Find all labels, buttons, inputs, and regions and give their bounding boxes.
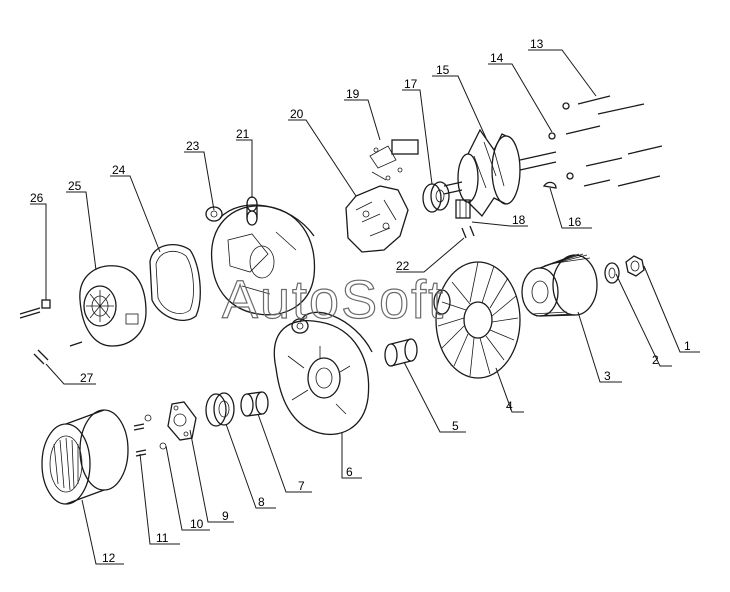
- callout-12: 12: [102, 551, 116, 565]
- callout-11: 11: [156, 531, 169, 545]
- part-fan: [433, 261, 521, 379]
- callout-18: 18: [512, 213, 526, 227]
- callout-24: 24: [112, 163, 126, 177]
- callout-13: 13: [530, 37, 544, 51]
- callout-3: 3: [604, 369, 611, 383]
- callout-labels: 1 2 3 4 5 6 7 8 9 10 11 12 13 14 15 16 1…: [30, 37, 691, 565]
- part-slip-ring-bearing: [422, 181, 450, 213]
- callout-22: 22: [396, 259, 410, 273]
- callout-7: 7: [298, 479, 305, 493]
- callout-1: 1: [684, 339, 691, 353]
- callout-9: 9: [222, 509, 229, 523]
- callout-17: 17: [404, 77, 418, 91]
- part-cover-screws: [19, 299, 83, 365]
- callout-25: 25: [68, 179, 82, 193]
- part-small-sleeve: [246, 196, 258, 226]
- part-gasket: [149, 244, 201, 321]
- callout-2: 2: [652, 353, 659, 367]
- part-stator: [41, 409, 129, 505]
- part-rotor: [443, 128, 557, 218]
- callout-27: 27: [80, 371, 94, 385]
- callout-15: 15: [436, 63, 450, 77]
- part-nut: [625, 255, 645, 277]
- callout-20: 20: [290, 107, 304, 121]
- part-wiring-harness: [369, 139, 419, 181]
- part-washer-screws: [133, 414, 167, 457]
- callout-19: 19: [346, 87, 360, 101]
- part-drive-end-frame: [273, 311, 373, 436]
- callout-4: 4: [506, 399, 513, 413]
- watermark-text: AutoSoft: [222, 270, 445, 330]
- callout-14: 14: [490, 51, 504, 65]
- part-pulley: [521, 253, 598, 317]
- part-spacer-sleeve: [384, 338, 418, 367]
- part-washer: [604, 262, 620, 284]
- callout-10: 10: [190, 517, 204, 531]
- part-brush-holder: [455, 199, 475, 239]
- part-rear-cover: [79, 265, 147, 347]
- part-bearing-sleeve: [240, 391, 269, 417]
- callout-23: 23: [186, 139, 200, 153]
- callout-5: 5: [452, 419, 459, 433]
- callout-21: 21: [236, 127, 250, 141]
- part-retainer-plate: [167, 401, 197, 441]
- part-through-bolts: [548, 95, 663, 187]
- callout-8: 8: [258, 495, 265, 509]
- part-woodruff-key: [542, 181, 557, 189]
- part-slip-ring-end-frame: [205, 204, 316, 316]
- callout-6: 6: [346, 465, 353, 479]
- leader-lines: [30, 49, 700, 565]
- callout-26: 26: [30, 191, 44, 205]
- callout-16: 16: [568, 215, 582, 229]
- part-rectifier: [345, 185, 409, 253]
- part-bearing: [205, 392, 235, 427]
